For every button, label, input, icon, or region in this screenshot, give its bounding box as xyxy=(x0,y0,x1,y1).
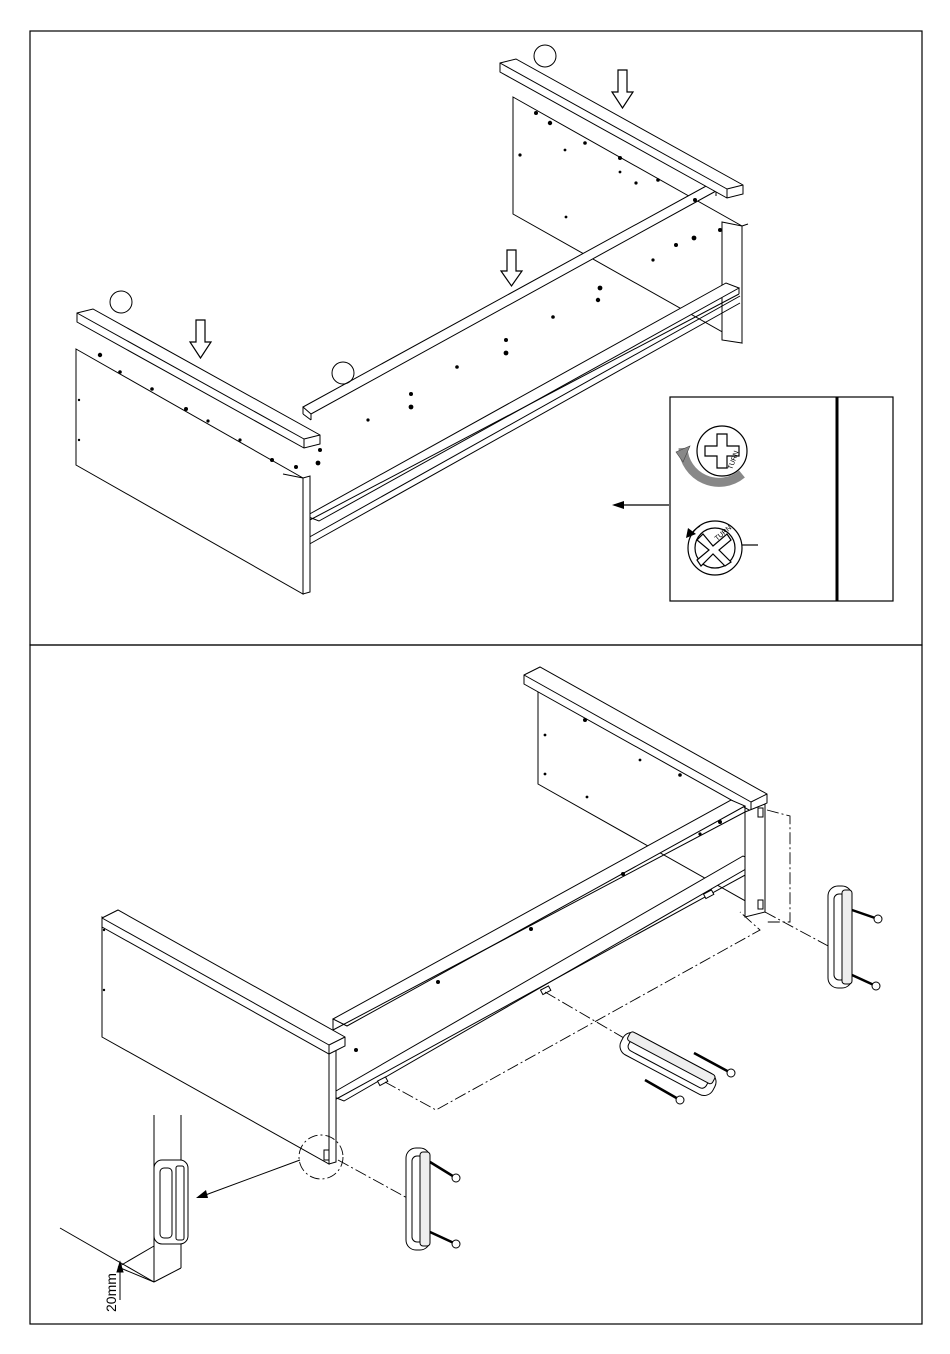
step-1-drawing xyxy=(76,45,748,594)
back-rail xyxy=(303,185,716,414)
leg-bracket-icon xyxy=(616,1029,735,1104)
front-side-panel-2 xyxy=(102,917,329,1164)
part-callout-2 xyxy=(110,291,132,313)
down-arrow-icon xyxy=(501,250,522,286)
step-2-drawing xyxy=(102,667,767,1164)
down-arrow-icon xyxy=(190,320,211,358)
long-rail-2 xyxy=(333,800,745,1026)
part-callout-3 xyxy=(332,362,354,384)
front-side-panel xyxy=(76,349,303,594)
dimension-20mm: 20mm xyxy=(103,1262,123,1312)
leg-detail xyxy=(60,1115,188,1282)
down-arrow-icon xyxy=(612,70,633,108)
part-callout-1 xyxy=(534,45,556,67)
leg-bracket-icon xyxy=(828,886,882,990)
screw-inset: TURN TURN xyxy=(612,397,893,601)
leg-bracket-icon xyxy=(406,1148,460,1250)
dimension-text: 20mm xyxy=(103,1273,119,1312)
